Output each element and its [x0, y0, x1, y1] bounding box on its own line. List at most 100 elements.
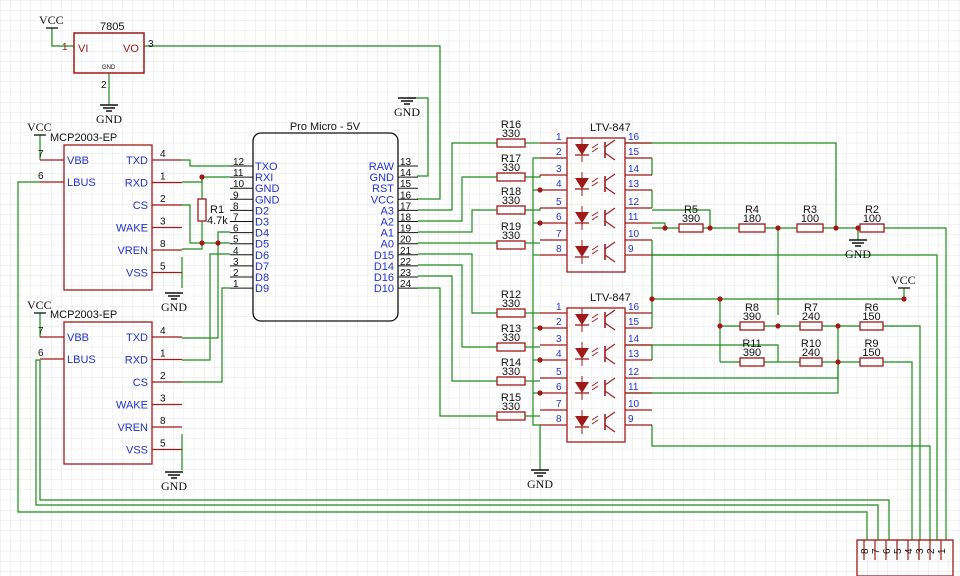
mcp-body — [63, 144, 153, 291]
vcc-label: VCC — [27, 120, 52, 134]
resistor-name: R16 — [501, 119, 521, 131]
pin-number: 6 — [556, 382, 562, 393]
pin-label: LBUS — [67, 354, 96, 366]
junction-dot — [537, 325, 543, 331]
resistor-name: R5 — [684, 204, 698, 216]
pin-number: 7 — [556, 229, 562, 240]
pin-label: VSS — [126, 268, 148, 280]
pin-label: D2 — [255, 205, 269, 217]
pin-number: 5 — [160, 262, 166, 273]
regulator-name: 7805 — [100, 21, 124, 33]
pin-number: 3 — [556, 334, 562, 345]
resistor-value: 330 — [502, 230, 520, 242]
pin-number: 1 — [556, 302, 562, 313]
pin-number: 8 — [556, 244, 562, 255]
vcc-label: VCC — [39, 13, 64, 27]
pin-number: 2 — [233, 268, 239, 279]
pin-label: D3 — [255, 217, 269, 229]
regulator-gnd: GND — [102, 65, 116, 71]
pin-number: 2 — [160, 371, 166, 382]
pin-label: D5 — [255, 239, 269, 251]
junction-dot — [537, 220, 543, 226]
pin-label: WAKE — [116, 400, 148, 412]
resistor-value: 390 — [743, 311, 761, 323]
pin-label: A0 — [381, 239, 394, 251]
light-arrow — [591, 347, 599, 357]
resistor-name: R7 — [804, 302, 818, 314]
pin-number: 10 — [628, 229, 640, 240]
transistor-symbol — [604, 411, 616, 433]
pin-label: TXD — [126, 332, 148, 344]
wire — [532, 157, 540, 191]
pin-label: D7 — [255, 261, 269, 273]
pin-label: TXD — [126, 155, 148, 167]
pin-number: 2 — [556, 147, 562, 158]
pin-number: 5 — [556, 367, 562, 378]
pin-number: 4 — [556, 349, 562, 360]
junction-dot — [537, 357, 543, 363]
resistor-value: 180 — [743, 213, 761, 225]
resistor-name: R3 — [803, 204, 817, 216]
pin-number: 6 — [38, 348, 44, 359]
transistor-symbol — [604, 241, 616, 263]
pin-label: D16 — [374, 272, 394, 284]
pin-label: GND — [255, 194, 280, 206]
mcp-name: MCP2003-EP — [50, 132, 117, 144]
pin-number: 9 — [628, 414, 634, 425]
pin-number: 1 — [556, 132, 562, 143]
resistor — [496, 342, 526, 352]
resistor-value: 100 — [863, 213, 881, 225]
resistor-value: 330 — [502, 332, 520, 344]
resistor — [496, 376, 526, 386]
resistor-name: R17 — [501, 153, 521, 165]
pin-number: 7 — [38, 326, 44, 337]
gnd-label: GND — [161, 479, 187, 493]
pin-number: 21 — [400, 246, 412, 257]
pin-number: 13 — [400, 157, 412, 168]
light-arrow — [591, 381, 599, 391]
resistor — [859, 321, 884, 331]
resistor-value: 390 — [743, 347, 761, 359]
pin-label: A1 — [381, 228, 394, 240]
pin-label: D6 — [255, 250, 269, 262]
pin-number: 4 — [556, 179, 562, 190]
pin-label: D9 — [255, 283, 269, 295]
junction-dot — [215, 240, 221, 246]
pin-number: 10 — [628, 399, 640, 410]
wire — [182, 159, 230, 167]
pin-label: RXI — [255, 172, 273, 184]
wire — [884, 227, 947, 540]
pin-number: 14 — [628, 164, 640, 175]
wire — [418, 287, 497, 417]
light-arrow — [591, 245, 599, 255]
pin-number: 7 — [38, 149, 44, 160]
resistor — [496, 138, 526, 148]
pin-number: 2 — [160, 194, 166, 205]
pin-number: 1 — [160, 172, 166, 183]
pin-number: 12 — [628, 367, 640, 378]
resistor — [678, 223, 704, 233]
pin-label: CS — [133, 377, 148, 389]
junction-dot — [717, 323, 723, 329]
resistor-value: 240 — [802, 311, 820, 323]
regulator-body — [73, 32, 145, 74]
resistor-name: R4 — [745, 204, 759, 216]
junction-dot — [775, 323, 781, 329]
wire — [418, 209, 497, 233]
resistor-name: R1 — [210, 204, 224, 216]
wire — [625, 344, 779, 362]
resistor — [496, 172, 526, 182]
pin-number: 20 — [400, 235, 412, 246]
gnd-label: GND — [161, 300, 187, 314]
pin-number: 15 — [400, 179, 412, 190]
pin-number: 6 — [233, 224, 239, 235]
resistor-value: 150 — [862, 311, 880, 323]
pin-number: 17 — [400, 201, 412, 212]
vcc-label: VCC — [891, 273, 916, 287]
pin-number: 4 — [233, 246, 239, 257]
pin-number: 8 — [556, 414, 562, 425]
pin-label: D14 — [374, 261, 394, 273]
pin-number: 11 — [628, 212, 639, 223]
pin-number: 9 — [233, 190, 239, 201]
